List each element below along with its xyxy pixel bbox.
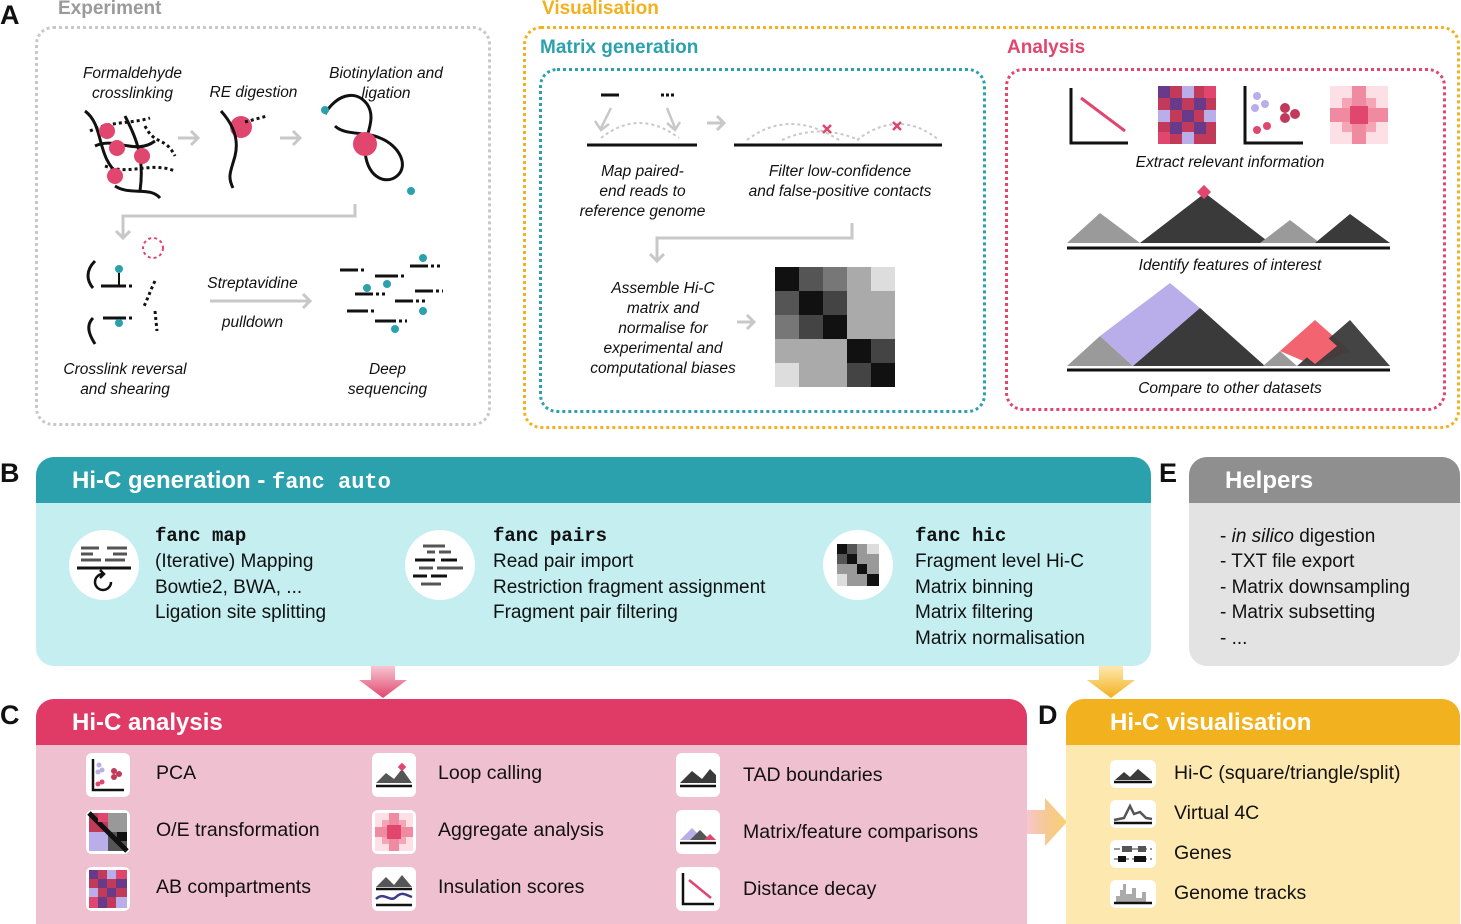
crosslink-reversal-illustration [86, 259, 159, 345]
re-digestion-illustration [219, 109, 268, 189]
fanc-map-line: Ligation site splitting [155, 602, 327, 623]
step-streptavidine: Streptavidine [207, 275, 298, 292]
helper-item: - TXT file export [1220, 551, 1355, 572]
hic-generation-header: Hi-C generation - fanc auto [36, 457, 1151, 503]
helper-item: - in silico digestion [1220, 526, 1376, 547]
fanc-pairs-command: fanc pairs [493, 525, 608, 547]
step-crosslinking: Formaldehyde crosslinking [82, 65, 183, 102]
loop-peak-icon [372, 753, 416, 797]
distance-decay-icon [676, 867, 720, 911]
helpers-title: Helpers [1225, 467, 1314, 494]
analysis-label-aggregate: Aggregate analysis [438, 819, 604, 841]
hic-visualisation-title: Hi-C visualisation [1110, 709, 1312, 736]
matrix-generation-box [539, 68, 986, 413]
deep-sequencing-illustration [340, 254, 443, 333]
insulation-icon [372, 867, 416, 911]
fanc-hic-line: Fragment level Hi-C [915, 551, 1084, 572]
extract-info-text: Extract relevant information [1135, 154, 1325, 171]
fanc-hic-line: Matrix normalisation [915, 628, 1085, 649]
arrow-analysis-to-visualisation [1027, 798, 1067, 846]
genome-tracks-icon [1110, 880, 1156, 908]
fanc-map-line: Bowtie2, BWA, ... [155, 577, 303, 598]
ligation-loop-illustration [321, 93, 415, 195]
step-sequencing: Deep sequencing [347, 361, 428, 398]
analysis-label-oe: O/E transformation [156, 819, 320, 841]
fanc-map-line: (Iterative) Mapping [155, 551, 314, 572]
helper-item: - Matrix subsetting [1220, 602, 1376, 623]
vis-label-virtual-4c: Virtual 4C [1174, 802, 1260, 824]
hic-triangle-icon [1110, 760, 1156, 788]
hic-analysis-header: Hi-C analysis [36, 699, 1027, 745]
experiment-illustration [84, 93, 443, 345]
visualisation-box [523, 26, 1460, 429]
hic-generation-title: Hi-C generation - [72, 467, 273, 494]
analysis-label-pca: PCA [156, 762, 197, 784]
panel-letter-d: D [1038, 700, 1058, 730]
panel-letter-e: E [1159, 458, 1178, 488]
filter-contacts-text: Filter low-confidence and false-positive… [748, 163, 932, 200]
hic-matrix-illustration [775, 267, 895, 387]
step-reversal: Crosslink reversal and shearing [63, 361, 187, 398]
analysis-label-insulation: Insulation scores [438, 876, 585, 898]
vis-label-hic: Hi-C (square/triangle/split) [1174, 762, 1401, 784]
read-pairs-icon [405, 530, 475, 600]
matrix-icon [823, 530, 893, 600]
fanc-pairs-line: Fragment pair filtering [493, 602, 678, 623]
oe-matrix-icon [86, 810, 130, 854]
panel-letter-a: A [0, 0, 20, 30]
hic-analysis-panel: Hi-C analysis [36, 699, 1027, 924]
assemble-matrix-text: Assemble Hi-C matrix and normalise for e… [590, 280, 736, 377]
fanc-pairs-line: Read pair import [493, 551, 634, 572]
tad-triangles-icon [676, 753, 720, 797]
step-ligation: Biotinylation and ligation [329, 65, 443, 102]
analysis-label-tad: TAD boundaries [743, 764, 883, 786]
analysis-label-decay: Distance decay [743, 878, 877, 900]
analysis-title: Analysis [1007, 37, 1086, 58]
ab-checker-icon [86, 867, 130, 911]
hic-generation-command: fanc auto [272, 470, 391, 495]
vis-label-genome-tracks: Genome tracks [1174, 882, 1307, 904]
virtual-4c-icon [1110, 800, 1156, 828]
analysis-label-ab: AB compartments [156, 876, 311, 898]
panel-letter-c: C [0, 700, 20, 730]
analysis-label-loop: Loop calling [438, 762, 543, 784]
helper-item: - Matrix downsampling [1220, 577, 1411, 598]
analysis-illustration [1067, 86, 1390, 372]
fanc-hic-command: fanc hic [915, 525, 1007, 547]
helpers-header: Helpers [1189, 457, 1460, 503]
fanc-hic-line: Matrix binning [915, 577, 1034, 598]
hic-analysis-title: Hi-C analysis [72, 709, 223, 736]
fanc-hic-line: Matrix filtering [915, 602, 1034, 623]
hic-generation-panel: Hi-C generation - fanc auto [36, 457, 1151, 666]
matrix-generation-illustration [587, 93, 942, 387]
identify-features-text: Identify features of interest [1138, 257, 1322, 274]
analysis-label-comparisons: Matrix/feature comparisons [743, 821, 979, 843]
experiment-title: Experiment [54, 0, 166, 20]
helper-item: - ... [1220, 628, 1248, 649]
panel-letter-b: B [0, 458, 20, 488]
reads-map-icon [69, 530, 139, 600]
matrix-generation-title: Matrix generation [540, 37, 699, 58]
vis-label-genes: Genes [1174, 842, 1232, 864]
genes-icon [1110, 840, 1156, 868]
fanc-map-command: fanc map [155, 525, 247, 547]
step-pulldown: pulldown [221, 314, 284, 331]
aggregate-cross-icon [372, 810, 416, 854]
arrow-generation-to-visualisation [1087, 666, 1135, 698]
hic-visualisation-header: Hi-C visualisation [1066, 699, 1460, 745]
helpers-panel: Helpers [1189, 457, 1460, 666]
map-reads-text: Map paired- end reads to reference genom… [579, 163, 706, 220]
pca-scatter-icon [86, 753, 130, 797]
comparison-triangles-icon [676, 810, 720, 854]
visualisation-title: Visualisation [538, 0, 663, 20]
fanc-pairs-line: Restriction fragment assignment [493, 577, 766, 598]
compare-datasets-text: Compare to other datasets [1138, 380, 1322, 397]
experiment-box [35, 26, 491, 426]
arrow-generation-to-analysis [359, 666, 407, 698]
analysis-box [1005, 68, 1446, 411]
crosslinked-chromatin-illustration [84, 109, 177, 200]
step-digestion: RE digestion [209, 84, 298, 101]
